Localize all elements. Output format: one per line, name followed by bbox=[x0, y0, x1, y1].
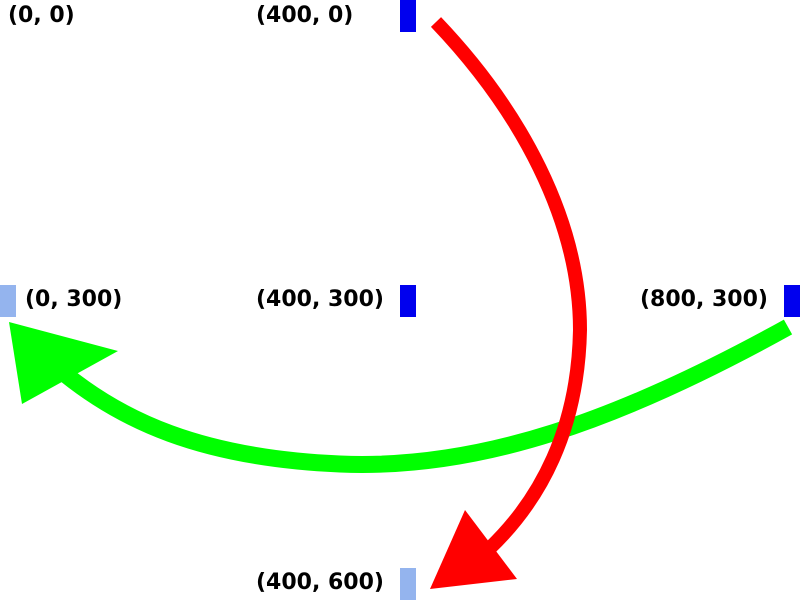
marker-400-300 bbox=[400, 285, 416, 317]
red-arrowhead bbox=[430, 510, 517, 589]
coord-label-800-300: (800, 300) bbox=[640, 287, 768, 312]
red-arrow-shaft bbox=[430, 17, 588, 554]
coord-label-0-0: (0, 0) bbox=[8, 3, 75, 28]
marker-0-300 bbox=[0, 285, 16, 317]
marker-400-0 bbox=[400, 0, 416, 32]
coord-label-400-300: (400, 300) bbox=[256, 287, 384, 312]
green-arrow-shaft bbox=[54, 319, 793, 473]
coord-label-400-600: (400, 600) bbox=[256, 570, 384, 595]
green-arrowhead bbox=[9, 322, 118, 404]
marker-400-600 bbox=[400, 568, 416, 600]
coord-label-400-0: (400, 0) bbox=[256, 3, 354, 28]
marker-800-300 bbox=[784, 285, 800, 317]
coord-label-0-300: (0, 300) bbox=[25, 287, 123, 312]
